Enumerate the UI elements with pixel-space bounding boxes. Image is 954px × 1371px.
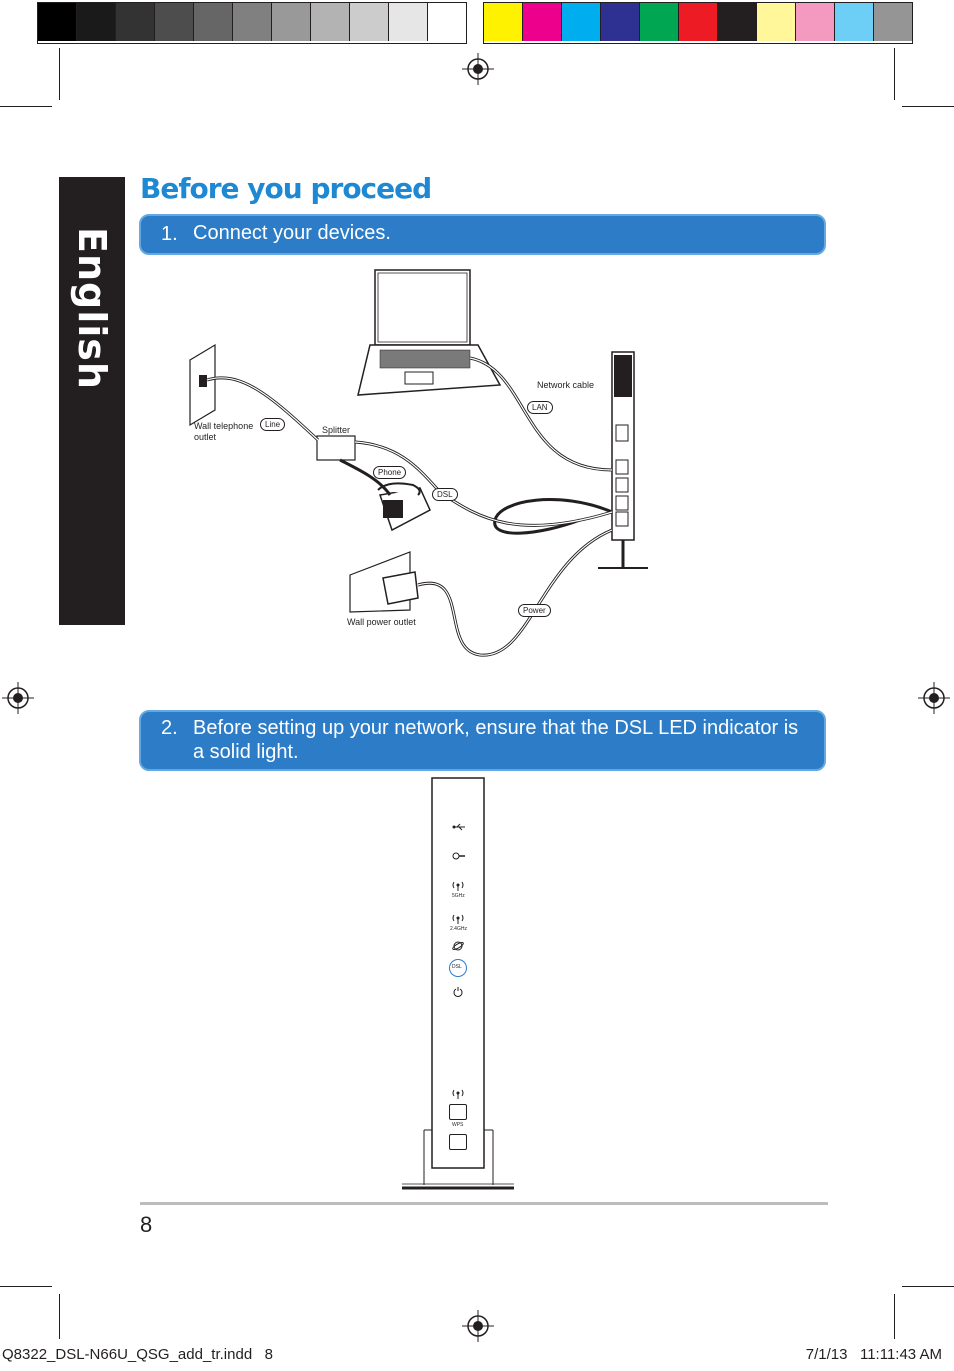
wps-label: WPS — [452, 1122, 464, 1128]
wps-button[interactable] — [449, 1104, 467, 1120]
page-title: Before you proceed — [140, 172, 432, 205]
registration-mark-icon — [462, 1310, 494, 1342]
wifi-24ghz-icon — [452, 914, 464, 924]
color-swatch — [601, 3, 640, 41]
color-swatch — [679, 3, 718, 41]
phone-label: Phone — [373, 466, 407, 479]
registration-mark-icon — [462, 53, 494, 85]
wall-power-outlet-label: Wall power outlet — [347, 617, 416, 627]
wall-telephone-outlet-label: Wall telephone outlet — [194, 421, 254, 442]
color-swatch — [562, 3, 601, 41]
gray-swatch — [38, 3, 77, 41]
splitter-icon — [316, 435, 356, 461]
timestamp: 7/1/13 11:11:43 AM — [805, 1346, 942, 1363]
file-slug: Q8322_DSL-N66U_QSG_add_tr.indd 8 — [2, 1346, 274, 1363]
color-swatch — [835, 3, 874, 41]
crop-mark — [0, 1286, 52, 1287]
dsl-led-label: DSL — [452, 964, 462, 970]
gray-swatch — [116, 3, 155, 41]
splitter-label: Splitter — [322, 425, 351, 435]
color-swatch — [874, 3, 912, 41]
step-2-number: 2. — [161, 717, 178, 739]
gray-swatch — [155, 3, 194, 41]
router-side-icon — [598, 351, 648, 569]
wan-icon — [452, 852, 465, 860]
color-swatch — [484, 3, 523, 41]
network-cable-label: Network cable — [537, 380, 595, 390]
router-front-illustration — [402, 777, 514, 1190]
power-icon — [453, 987, 463, 997]
language-tab: English — [59, 177, 125, 625]
gray-swatch — [350, 3, 389, 41]
gray-swatch — [428, 3, 466, 41]
usb-icon — [452, 823, 465, 831]
page-number: 8 — [140, 1212, 153, 1237]
crop-mark — [894, 1294, 895, 1339]
gray-swatch — [311, 3, 350, 41]
connection-diagram — [189, 269, 648, 657]
line-label: Line — [260, 418, 286, 431]
crop-mark — [59, 48, 60, 100]
wps-icon — [452, 1089, 464, 1099]
color-swatch — [718, 3, 757, 41]
step-2-text: Before setting up your network, ensure t… — [193, 717, 799, 763]
internet-icon — [452, 941, 464, 951]
color-swatch — [796, 3, 835, 41]
wall-power-outlet-icon — [349, 551, 419, 613]
wifi-5ghz-label: 5GHz — [452, 893, 465, 899]
process-color-bar — [483, 2, 913, 44]
laptop-icon — [357, 269, 502, 396]
gray-swatch — [77, 3, 116, 41]
step-1-text: Connect your devices. — [193, 222, 391, 244]
gray-color-bar — [37, 2, 467, 44]
step-1-number: 1. — [161, 223, 178, 245]
gray-swatch — [272, 3, 311, 41]
wifi-5ghz-icon — [452, 881, 464, 891]
power-label: Power — [518, 604, 551, 617]
gray-swatch — [233, 3, 272, 41]
crop-mark — [0, 106, 52, 107]
reset-button[interactable] — [449, 1134, 467, 1150]
color-swatch — [523, 3, 562, 41]
dsl-led-icon — [449, 959, 467, 977]
wifi-24ghz-label: 2.4GHz — [450, 926, 467, 932]
color-swatch — [640, 3, 679, 41]
crop-mark — [894, 48, 895, 100]
language-tab-label: English — [70, 227, 114, 390]
step-1-banner: 1. Connect your devices. — [139, 214, 826, 255]
telephone-icon — [377, 482, 431, 532]
registration-mark-icon — [2, 682, 34, 714]
lan-label: LAN — [527, 401, 553, 414]
color-swatch — [757, 3, 796, 41]
dsl-label: DSL — [432, 488, 458, 501]
gray-swatch — [194, 3, 233, 41]
crop-mark — [902, 106, 954, 107]
registration-mark-icon — [918, 682, 950, 714]
crop-mark — [902, 1286, 954, 1287]
footer-rule — [140, 1202, 828, 1205]
wall-telephone-outlet-icon — [189, 343, 216, 427]
step-2-banner: 2. Before setting up your network, ensur… — [139, 710, 826, 771]
gray-swatch — [389, 3, 428, 41]
crop-mark — [59, 1294, 60, 1339]
